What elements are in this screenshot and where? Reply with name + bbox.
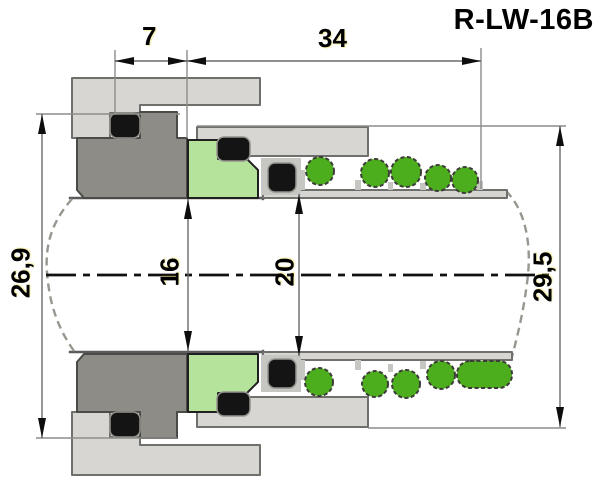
stationary-seat-rings (76, 111, 188, 439)
drawing-title: R-LW-16B (453, 4, 594, 36)
dim-label-working-length: 34 (318, 23, 347, 53)
dim-label-seat-width: 7 (142, 21, 157, 51)
dim-label-head-outer-diameter: 29,5 (527, 251, 558, 303)
shaft-break-line-left (45, 198, 75, 352)
dim-label-sleeve-diameter: 20 (269, 257, 300, 287)
spring-coils (304, 156, 513, 399)
dim-label-seat-outer-diameter: 26,9 (5, 247, 36, 299)
drive-collar (456, 360, 513, 389)
o-rings (109, 112, 297, 438)
dimension-lines (36, 48, 566, 439)
dim-label-shaft-diameter: 16 (154, 257, 185, 287)
shaft-break-line-right (505, 190, 530, 361)
